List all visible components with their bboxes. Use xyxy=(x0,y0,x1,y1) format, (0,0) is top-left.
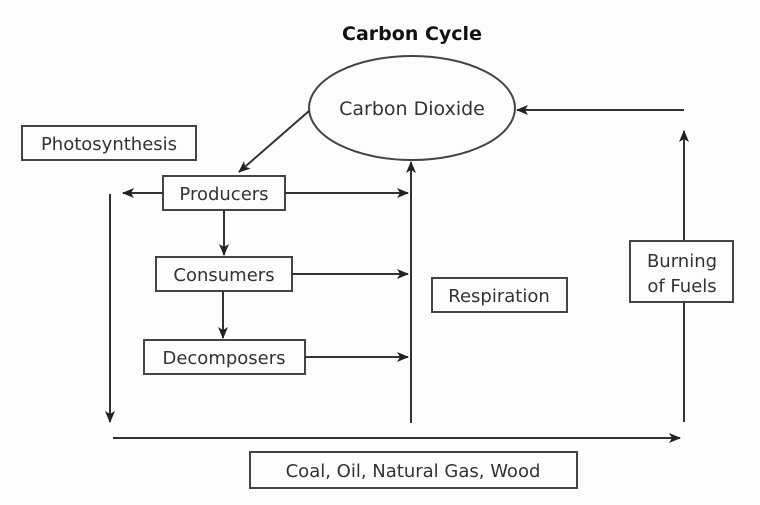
diagram-title: Carbon Cycle xyxy=(342,23,482,45)
arrow-co2-to-producers xyxy=(238,110,310,173)
burning-label-line1: Burning xyxy=(647,251,717,272)
fossil-fuels-label: Coal, Oil, Natural Gas, Wood xyxy=(286,461,541,482)
consumers-label: Consumers xyxy=(173,265,274,286)
burning-of-fuels-node: Burning of Fuels xyxy=(629,240,734,303)
respiration-node: Respiration xyxy=(431,277,568,313)
burning-label-line2: of Fuels xyxy=(647,276,716,297)
fossil-fuels-node: Coal, Oil, Natural Gas, Wood xyxy=(249,451,578,489)
carbon-dioxide-label: Carbon Dioxide xyxy=(339,98,485,120)
respiration-label: Respiration xyxy=(448,286,550,307)
decomposers-label: Decomposers xyxy=(162,348,285,369)
producers-node: Producers xyxy=(162,175,286,211)
producers-label: Producers xyxy=(179,184,268,205)
consumers-node: Consumers xyxy=(155,256,293,292)
decomposers-node: Decomposers xyxy=(143,339,306,375)
photosynthesis-node: Photosynthesis xyxy=(21,125,197,161)
photosynthesis-label: Photosynthesis xyxy=(41,134,177,155)
carbon-dioxide-node: Carbon Dioxide xyxy=(308,55,516,161)
